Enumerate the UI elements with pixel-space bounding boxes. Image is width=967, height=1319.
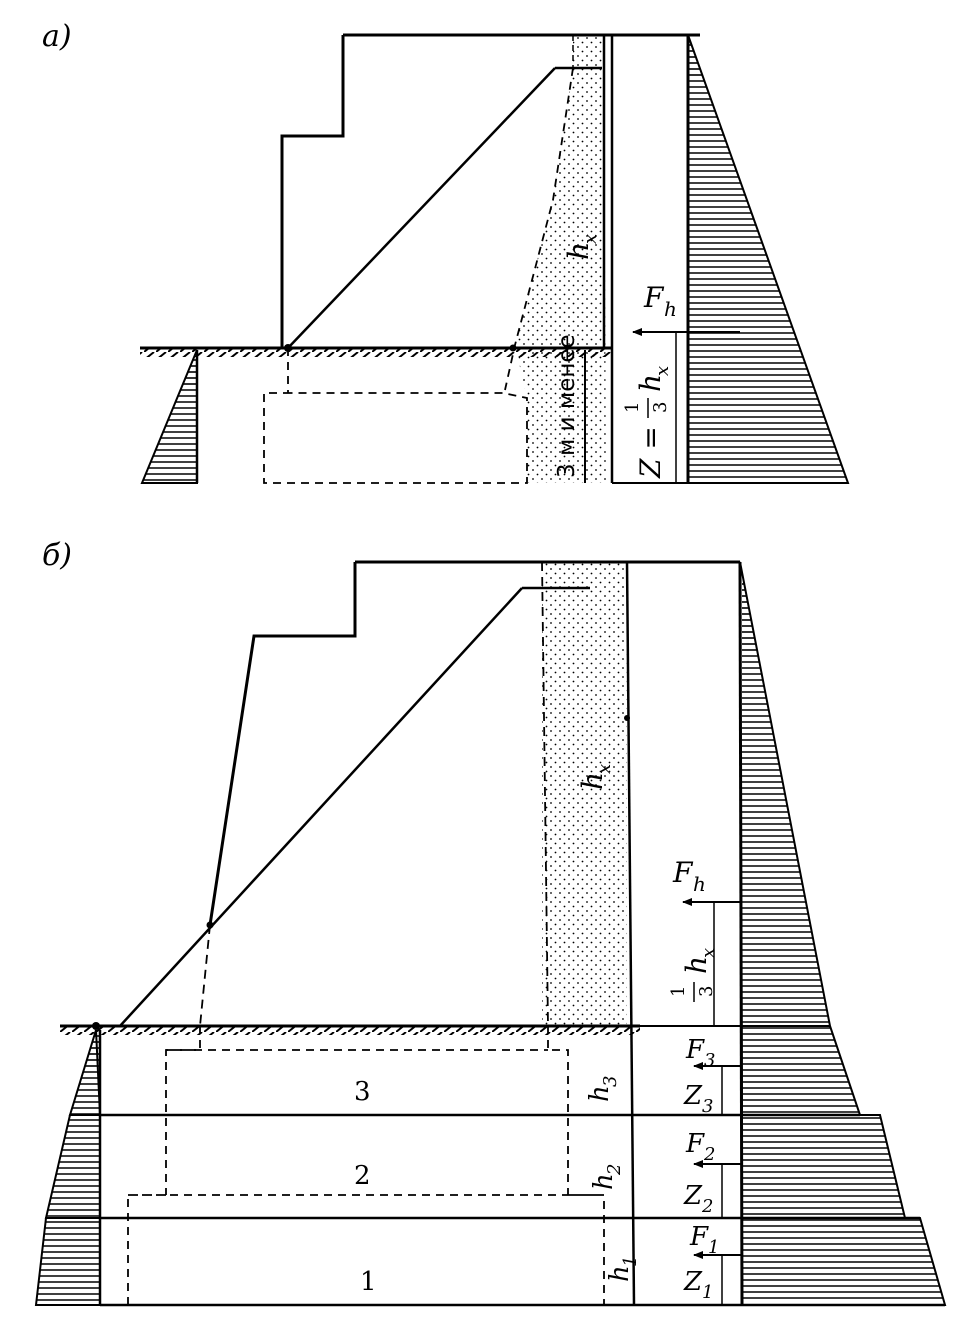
layer-number-1: 1 [360, 1267, 377, 1297]
layer-Zsub-3: 3 [702, 1096, 713, 1117]
layer-h-3: h [585, 1085, 615, 1102]
height-label-a: h [562, 242, 595, 260]
lever-hsub-b: x [698, 948, 719, 958]
ground-hatch-a [140, 348, 612, 357]
layer-1: 1 h 1 F 1 Z 1 [360, 1222, 742, 1305]
height-sub-a: x [580, 234, 601, 244]
note-min-a: 3 м и менее [554, 334, 580, 478]
layer-3: 3 h 3 F 3 Z 3 [354, 1035, 742, 1117]
frac-den-b: 3 [696, 986, 717, 997]
footing-2-1 [127, 1194, 605, 1306]
layer-Z-2: Z [683, 1181, 703, 1211]
layer-Z-3: Z [683, 1081, 703, 1111]
passive-pressure-a [140, 349, 199, 484]
ground-hatch-b [60, 1026, 640, 1035]
force-label-b: F [672, 856, 694, 889]
frac-num-b: 1 [668, 986, 689, 997]
panel-label-b: б) [42, 538, 72, 573]
footing-outline-a [263, 348, 528, 484]
lever-h-a: h [634, 374, 667, 392]
active-pressure-b [738, 561, 947, 1306]
wall-line-b [625, 561, 636, 1306]
force-label-a: F [643, 281, 665, 314]
layer-number-2: 2 [354, 1161, 371, 1191]
lever-hsub-a: x [652, 366, 673, 376]
height-sub-b: x [594, 764, 615, 774]
frac-num-a: 1 [622, 402, 643, 413]
height-label-b: h [576, 772, 609, 790]
passive-pressure-b [34, 1029, 102, 1306]
layer-F-1: F [689, 1222, 709, 1252]
sand-fill-zone-b [542, 562, 627, 1026]
layer-2: 2 h 2 F 2 Z 2 [354, 1129, 742, 1218]
panel-label-a: а) [42, 19, 72, 54]
force-sub-b: h [693, 872, 706, 896]
sand-fill-zone-a [515, 35, 606, 483]
force-arrow-b [682, 898, 692, 906]
frac-den-a: 3 [650, 402, 671, 413]
diagram-b: б) [34, 538, 947, 1307]
active-pressure-a [686, 34, 850, 484]
layer-number-3: 3 [354, 1077, 371, 1107]
layer-h-1: h [605, 1265, 635, 1282]
layer-Zsub-1: 1 [702, 1282, 713, 1303]
layer-Fsub-2: 2 [703, 1144, 715, 1165]
layer-Zsub-2: 2 [701, 1196, 713, 1217]
layer-hsub-1: 1 [620, 1256, 641, 1267]
layer-F-3: F [685, 1035, 705, 1065]
lever-prefix-a: Z = [634, 426, 667, 479]
force-arrow-a [632, 328, 642, 336]
sand-boundary-b [541, 561, 549, 1027]
layer-hsub-2: 2 [604, 1164, 625, 1176]
layer-Fsub-1: 1 [708, 1237, 719, 1258]
layer-Fsub-3: 3 [704, 1050, 715, 1071]
footing-3 [165, 1026, 569, 1195]
force-sub-a: h [664, 297, 677, 321]
layer-F-2: F [685, 1129, 705, 1159]
building-outline-b [208, 562, 357, 926]
layer-h-2: h [589, 1173, 619, 1190]
slope-line-b [119, 587, 523, 1027]
slope-line-a [287, 67, 556, 349]
diagram-a: а) [42, 19, 850, 484]
layer-Z-1: Z [683, 1267, 703, 1297]
layer-hsub-3: 3 [600, 1076, 621, 1087]
lever-h-b: h [680, 956, 713, 974]
